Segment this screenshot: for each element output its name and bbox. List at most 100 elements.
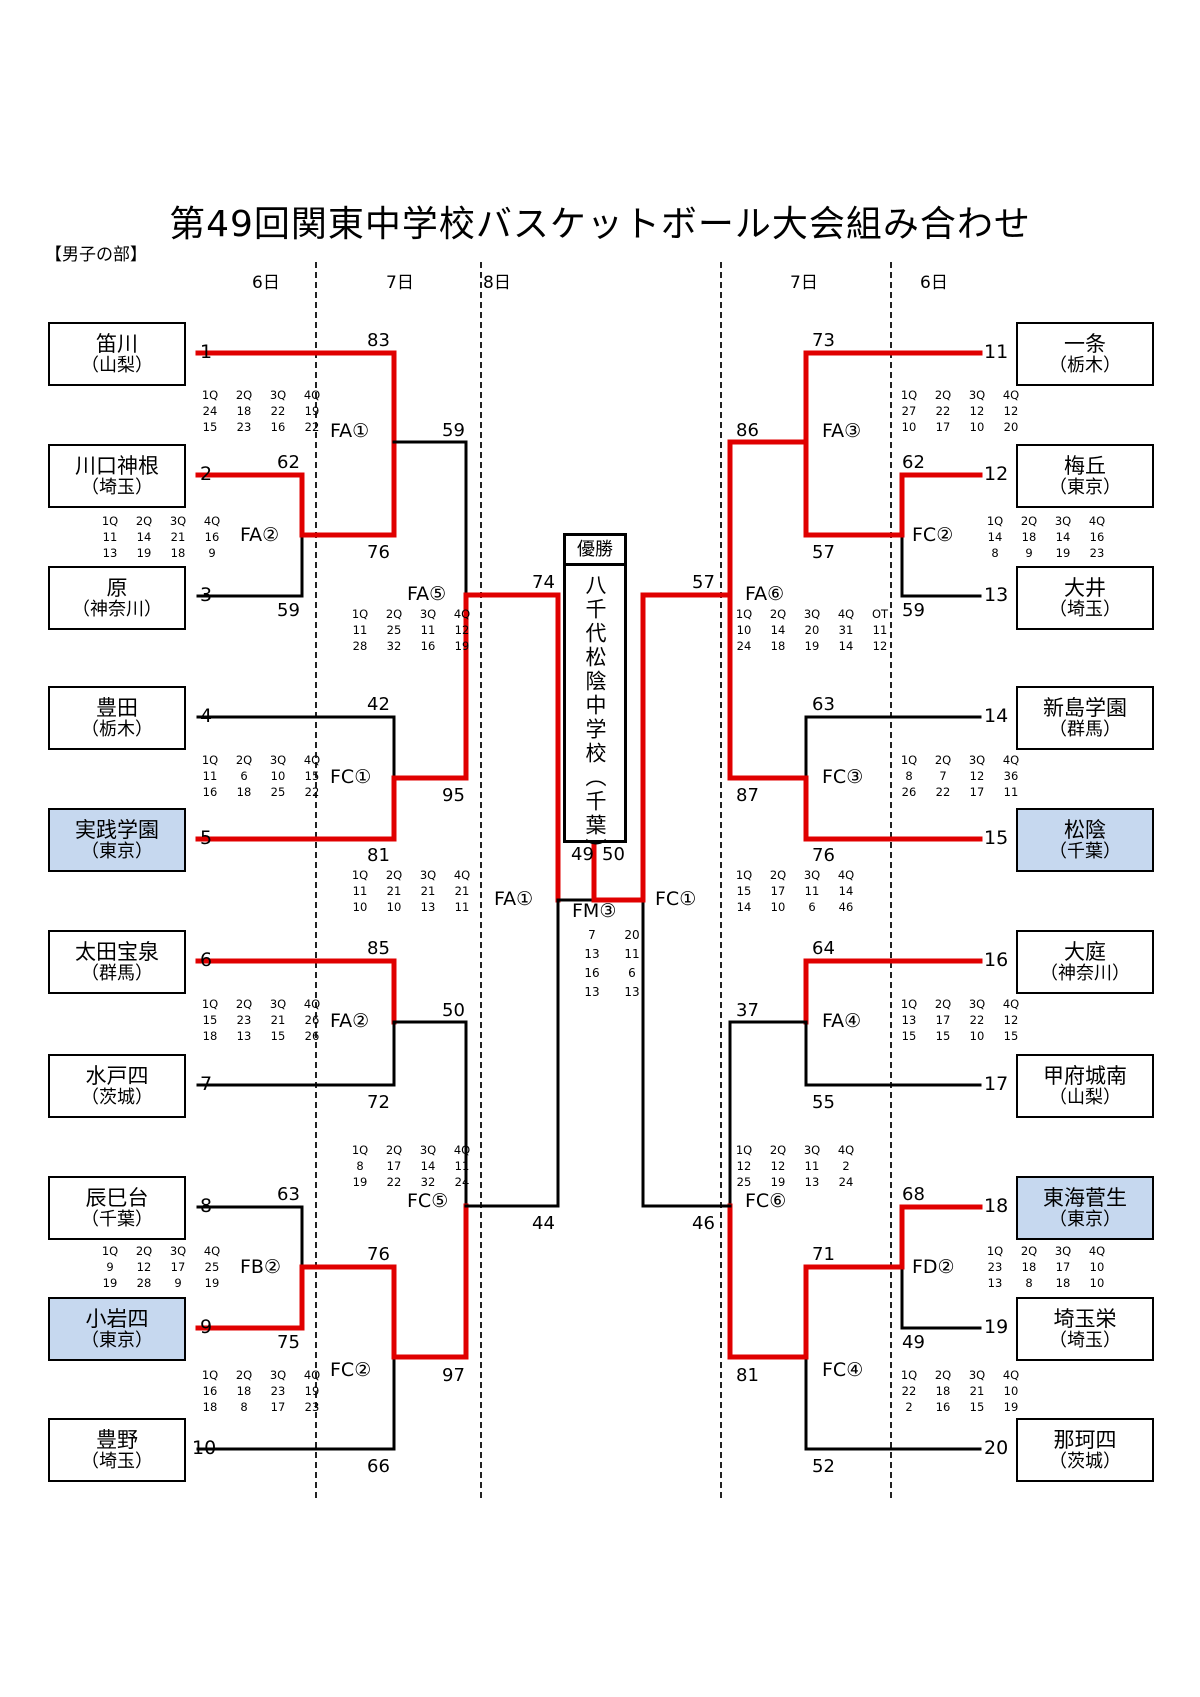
team-box: 笛川（山梨） bbox=[48, 322, 186, 386]
quarter-cell: 2Q bbox=[769, 868, 787, 882]
game-id: FA⑤ bbox=[407, 583, 447, 605]
quarter-cell: 6 bbox=[628, 966, 636, 980]
quarter-cell: 1Q bbox=[900, 753, 918, 767]
quarter-cell: 4Q bbox=[453, 868, 471, 882]
quarter-cell: 2Q bbox=[385, 1143, 403, 1157]
quarter-cell: 14 bbox=[136, 530, 152, 544]
game-score: 49 bbox=[902, 1332, 925, 1353]
team-prefecture: （東京） bbox=[1049, 476, 1121, 498]
day-divider bbox=[315, 262, 317, 1498]
quarter-cell: 10 bbox=[901, 420, 917, 434]
seed-number: 3 bbox=[200, 584, 213, 606]
seed-number: 4 bbox=[200, 705, 213, 727]
line-fa3-winner bbox=[727, 439, 809, 598]
quarter-cell: 21 bbox=[170, 530, 186, 544]
quarter-cell: 3Q bbox=[968, 1368, 986, 1382]
quarter-cell: 19 bbox=[770, 1175, 786, 1189]
quarter-cell: 11 bbox=[1003, 785, 1019, 799]
quarter-cell: 14 bbox=[420, 1159, 436, 1173]
seed-number: 1 bbox=[200, 341, 213, 363]
game-score: 76 bbox=[812, 845, 835, 866]
quarter-cell: 20 bbox=[804, 623, 820, 637]
quarter-cell: 16 bbox=[1089, 530, 1105, 544]
quarter-cell: 3Q bbox=[1054, 514, 1072, 528]
quarter-cell: 10 bbox=[1089, 1276, 1105, 1290]
final-score-right: 50 bbox=[602, 844, 625, 865]
team-prefecture: （東京） bbox=[81, 1329, 153, 1351]
quarter-cell: 2Q bbox=[769, 1143, 787, 1157]
final-game-id: FM③ bbox=[572, 900, 617, 922]
quarter-cell: 24 bbox=[838, 1175, 854, 1189]
quarter-cell: 16 bbox=[420, 639, 436, 653]
quarter-cell: 13 bbox=[102, 546, 118, 560]
quarter-cell: 2Q bbox=[1020, 514, 1038, 528]
quarter-cell: 1Q bbox=[101, 514, 119, 528]
quarter-cell: 2 bbox=[905, 1400, 913, 1414]
quarter-cell: 1Q bbox=[351, 607, 369, 621]
team-name: 甲府城南 bbox=[1043, 1063, 1127, 1088]
day-label-left-7: 7日 bbox=[386, 273, 414, 293]
quarter-cell: 19 bbox=[454, 639, 470, 653]
quarter-cell: 13 bbox=[901, 1013, 917, 1027]
line-team-8 bbox=[196, 1205, 304, 1269]
quarter-cell: 25 bbox=[270, 785, 286, 799]
game-score: 59 bbox=[442, 420, 465, 441]
team-box: 水戸四（茨城） bbox=[48, 1054, 186, 1118]
line-team-3 bbox=[196, 533, 304, 598]
quarter-cell: 1Q bbox=[101, 1244, 119, 1258]
team-prefecture: （埼玉） bbox=[81, 1450, 153, 1472]
quarter-cell: 1Q bbox=[735, 1143, 753, 1157]
quarter-cell: 21 bbox=[420, 884, 436, 898]
quarter-cell: 10 bbox=[386, 900, 402, 914]
game-id: FD② bbox=[912, 1256, 955, 1278]
team-name: 川口神根 bbox=[75, 453, 159, 478]
line-team-10 bbox=[196, 1355, 396, 1451]
line-team-2 bbox=[195, 472, 305, 538]
quarter-cell: 16 bbox=[202, 1384, 218, 1398]
team-prefecture: （埼玉） bbox=[81, 476, 153, 498]
quarter-row: 16 6 bbox=[572, 964, 652, 983]
quarter-cell: 4Q bbox=[203, 514, 221, 528]
quarter-cell: 1Q bbox=[900, 388, 918, 402]
quarter-cell: 18 bbox=[1021, 1260, 1037, 1274]
quarter-cell: 10 bbox=[969, 420, 985, 434]
game-score: 76 bbox=[367, 1244, 390, 1265]
line-fc2r-winner bbox=[803, 439, 905, 538]
team-box: 一条（栃木） bbox=[1016, 322, 1154, 386]
line-team-12 bbox=[899, 472, 983, 538]
quarter-cell: 16 bbox=[584, 966, 600, 980]
quarter-cell: 14 bbox=[987, 530, 1003, 544]
quarter-cell: 2Q bbox=[235, 997, 253, 1011]
quarter-cell: 26 bbox=[901, 785, 917, 799]
game-score: 68 bbox=[902, 1184, 925, 1205]
seed-number: 20 bbox=[984, 1437, 1009, 1459]
quarter-cell: 7 bbox=[588, 928, 596, 942]
line-team-1 bbox=[195, 350, 397, 445]
quarter-cell: 27 bbox=[901, 404, 917, 418]
team-box: 原（神奈川） bbox=[48, 566, 186, 630]
team-box: 松陰（千葉） bbox=[1016, 808, 1154, 872]
quarter-cell: 13 bbox=[236, 1029, 252, 1043]
quarter-cell: 11 bbox=[420, 623, 436, 637]
team-name: 水戸四 bbox=[85, 1063, 149, 1088]
game-score: 63 bbox=[277, 1184, 300, 1205]
quarter-cell: 20 bbox=[1003, 420, 1019, 434]
quarter-cell: 3Q bbox=[419, 607, 437, 621]
game-score: 64 bbox=[812, 938, 835, 959]
quarter-cell: 1Q bbox=[351, 868, 369, 882]
team-box: 那珂四（茨城） bbox=[1016, 1418, 1154, 1482]
game-score: 55 bbox=[812, 1092, 835, 1113]
line-fa5-winner bbox=[463, 592, 561, 903]
game-id: FA② bbox=[240, 524, 280, 546]
